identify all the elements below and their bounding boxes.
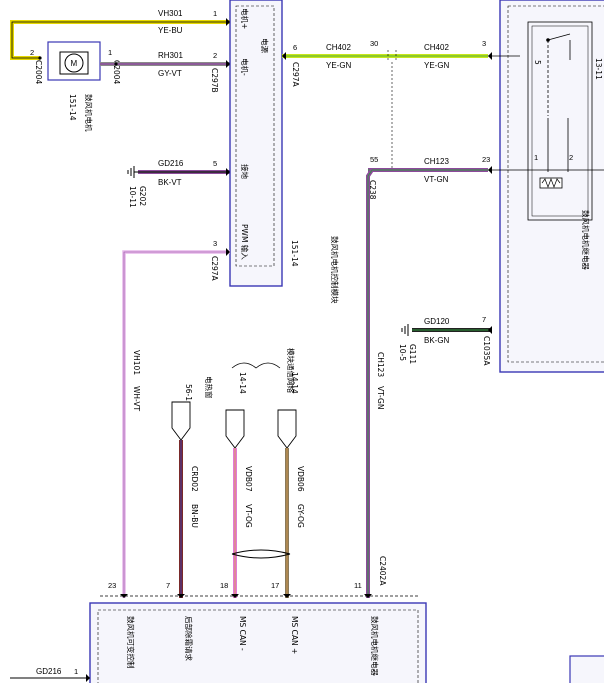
bottom-pin-23-label: 鼓风机可变控制 (126, 616, 136, 669)
module-pwm: PWM 输入 (240, 224, 250, 260)
motor-label: 鼓风机电机 (84, 94, 94, 132)
wire-ch123-v-color: VT-GN (376, 386, 385, 409)
pin-vh301-1: 1 (213, 9, 217, 18)
pin-ch402-6: 6 (293, 43, 297, 52)
connector-c297b: C297B (210, 68, 219, 93)
pin-bottom-11: 11 (354, 581, 362, 590)
connector-c238: C238 (368, 180, 377, 200)
wire-rh301-code: RH301 (158, 51, 183, 60)
pin-gd120-7: 7 (482, 315, 486, 324)
twisted-pair-mark (231, 549, 291, 559)
wire-gd216-upper-color: BK-VT (158, 178, 182, 187)
partial-module-right (569, 655, 604, 683)
pin-ch123-23: 23 (482, 155, 490, 164)
wire-ch402-a-code: CH402 (326, 43, 351, 52)
bottom-pin-17-label: MS CAN + (290, 616, 299, 654)
wire-gd216-lower-code: GD216 (36, 667, 62, 676)
connector-c1035a: C1035A (482, 336, 491, 366)
bottom-pin-11-label: 鼓风机电机继电器 (370, 616, 380, 676)
wire-gd120-color: BK-GN (424, 336, 450, 345)
wire-ch123-h-color: VT-GN (424, 175, 449, 184)
wire-ch402-b-code: CH402 (424, 43, 449, 52)
relay-label: 鼓风机电机继电器 (581, 210, 591, 270)
wire-gd216-upper (127, 166, 230, 178)
wire-vh301 (10, 20, 230, 60)
pin-motor-2: 2 (30, 48, 34, 57)
wire-gd120-code: GD120 (424, 317, 450, 326)
wire-vdb07-color: VT-OG (244, 504, 253, 528)
connector-c297a-mid: C297A (210, 256, 219, 282)
module-motor-plus: 电机+ (240, 8, 250, 29)
wire-ch402-a-color: YE-GN (326, 61, 352, 70)
pin-ch402-3: 3 (482, 39, 486, 48)
wire-ch123-h-code: CH123 (424, 157, 449, 166)
wire-vdb06-color: GY-OG (296, 504, 305, 528)
pin-relay-5: 5 (533, 60, 542, 65)
wire-rh301-color: GY-VT (158, 69, 182, 78)
connector-shape-14-14-a (225, 409, 245, 449)
wire-gd120 (401, 324, 490, 336)
wire-rh301 (100, 62, 230, 66)
network-brace (231, 362, 281, 369)
blower-motor: M (47, 41, 101, 81)
ref-56-1: 56-1 (184, 384, 193, 401)
pin-bottom-18: 18 (220, 581, 228, 590)
module-power: 电源 (260, 38, 270, 53)
wire-crd02-color: BN-BU (190, 504, 199, 528)
wire-vh101 (122, 250, 230, 598)
wire-crd02-code: CRD02 (190, 466, 199, 492)
connector-c2402a: C2402A (378, 556, 387, 586)
wire-ch402 (282, 50, 488, 62)
motor-ref: 151-14 (68, 94, 77, 121)
module-motor-minus: 电机- (240, 58, 250, 76)
connector-c2004-right: C2004 (112, 60, 121, 85)
module-ground: 接地 (240, 164, 250, 179)
ref-14-14-a: 14-14 (238, 372, 247, 394)
terminal-arrows (86, 18, 492, 682)
rear-defrost-label: 电热窗 (204, 376, 214, 399)
module-label: 鼓风机电机控制模块 (330, 236, 340, 304)
connector-c297a-top: C297A (291, 62, 300, 88)
pin-ch123-55: 55 (370, 155, 378, 164)
pin-bottom-23: 23 (108, 581, 116, 590)
wire-vh301-color: YE-BU (158, 26, 183, 35)
connector-shape-56-1 (171, 401, 191, 441)
pin-rh301-2: 2 (213, 51, 217, 60)
blower-relay (488, 0, 604, 373)
bottom-pin-18-label: MS CAN - (238, 616, 247, 651)
blower-control-module (229, 0, 283, 287)
ground-g111: G111 (408, 344, 417, 364)
wire-ch123-v-code: CH123 (376, 352, 385, 377)
wire-ch123-v (366, 168, 374, 598)
wire-vdb07-code: VDB07 (244, 466, 253, 492)
network-label: 模块通信网络 (286, 348, 296, 393)
ground-g111-ref: 10-5 (398, 344, 407, 361)
pin-relay-1: 1 (534, 153, 538, 162)
relay-ref-13-11: 13-11 (594, 58, 603, 80)
ground-g202-ref: 10-11 (128, 186, 137, 208)
ref-14-14-b: 14-14 (290, 372, 299, 394)
bottom-pin-7-label: 后部除霜请求 (184, 616, 194, 661)
pin-gd216-lower-1: 1 (74, 667, 78, 676)
wire-vh101-color: WH-VT (132, 386, 141, 411)
ground-g202: G202 (138, 186, 147, 206)
motor-symbol: M (71, 59, 78, 68)
pin-ch402-30: 30 (370, 39, 378, 48)
wire-ch402-b-color: YE-GN (424, 61, 450, 70)
wire-vdb06-code: VDB06 (296, 466, 305, 492)
pin-bottom-17: 17 (271, 581, 279, 590)
wire-vh101-code: VH101 (132, 350, 141, 375)
connector-c2004-left: C2004 (34, 60, 43, 85)
wire-vh301-code: VH301 (158, 9, 183, 18)
bottom-module (89, 595, 427, 683)
pin-rh301-1: 1 (108, 48, 112, 57)
pin-bottom-7: 7 (166, 581, 170, 590)
pin-relay-2: 2 (569, 153, 573, 162)
pin-module-3: 3 (213, 239, 217, 248)
pin-module-5: 5 (213, 159, 217, 168)
wire-gd216-upper-code: GD216 (158, 159, 184, 168)
module-ref: 151-14 (290, 240, 299, 267)
connector-shape-14-14-b (277, 409, 297, 449)
